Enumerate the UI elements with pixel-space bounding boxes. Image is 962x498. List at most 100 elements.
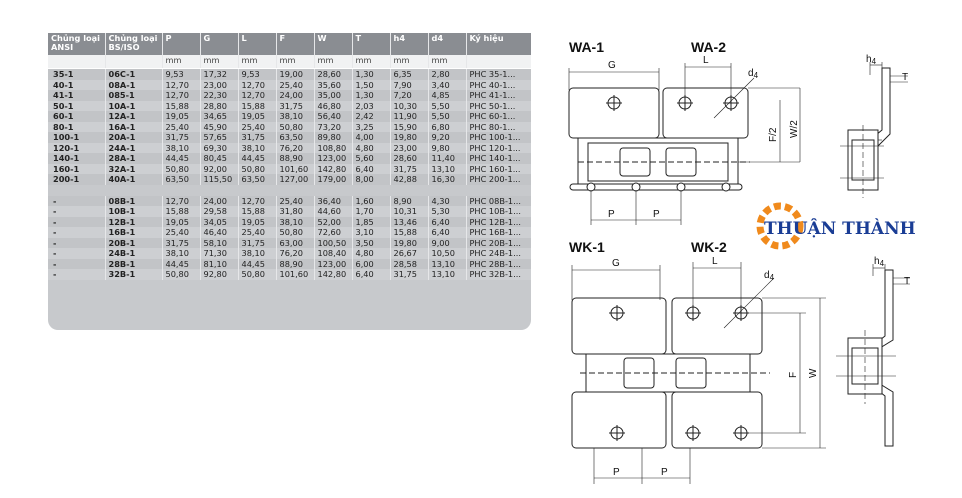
- table-cell: 28B-1: [105, 258, 163, 269]
- table-cell: 12B-1: [105, 216, 163, 227]
- table-cell: 7,20: [390, 90, 429, 101]
- table-cell: 1,60: [352, 195, 391, 206]
- table-cell: 38,10: [276, 111, 315, 122]
- table-cell: 25,40: [238, 121, 277, 132]
- table-cell: 11,90: [390, 111, 429, 122]
- table-cell: 44,60: [314, 206, 353, 217]
- table-cell: 9,53: [238, 68, 277, 80]
- table-cell: 50,80: [162, 163, 201, 174]
- table-cell: PHC 60-1...: [466, 111, 531, 122]
- dim-l-bottom: L: [712, 256, 718, 267]
- table-cell: 34,65: [200, 111, 239, 122]
- table-cell: 8,90: [390, 195, 429, 206]
- table-cell: 101,60: [276, 163, 315, 174]
- table-cell: 71,30: [200, 248, 239, 259]
- col-header-6: W: [314, 33, 353, 55]
- table-cell: 15,88: [162, 100, 201, 111]
- table-cell: 31,75: [238, 237, 277, 248]
- table-cell: 2,03: [352, 100, 391, 111]
- table-cell: 42,88: [390, 174, 429, 185]
- table-cell: 35,60: [314, 79, 353, 90]
- table-cell: 12A-1: [105, 111, 163, 122]
- table-cell: 25,40: [276, 195, 315, 206]
- table-cell: 50,80: [276, 121, 315, 132]
- gear-icon: [756, 202, 804, 250]
- table-cell: 73,20: [314, 121, 353, 132]
- table-cell: PHC 32B-1...: [466, 269, 531, 280]
- table-cell: 50,80: [238, 163, 277, 174]
- table-cell: -: [48, 195, 106, 206]
- table-cell: 1,85: [352, 216, 391, 227]
- wk1-label: WK-1: [569, 239, 605, 255]
- table-cell: 108,40: [314, 248, 353, 259]
- table-cell: 63,50: [276, 132, 315, 143]
- table-cell: 6,40: [428, 216, 467, 227]
- table-cell: 200-1: [48, 174, 106, 185]
- col-header-0: Chủng loại ANSI: [48, 33, 106, 55]
- table-cell: 6,40: [352, 269, 391, 280]
- table-cell: 92,80: [200, 269, 239, 280]
- table-cell: PHC 12B-1...: [466, 216, 531, 227]
- table-cell: 28A-1: [105, 153, 163, 164]
- table-cell: 28,60: [314, 68, 353, 80]
- dim-t-top: T: [902, 72, 908, 83]
- table-cell: 19,05: [238, 111, 277, 122]
- table-cell: 120-1: [48, 142, 106, 153]
- table-cell: 31,75: [276, 100, 315, 111]
- table-cell: 1,70: [352, 206, 391, 217]
- table-cell: 50-1: [48, 100, 106, 111]
- wa-side-view: [840, 62, 908, 198]
- table-cell: 63,00: [276, 237, 315, 248]
- col-unit-8: mm: [390, 55, 429, 69]
- dim-p-top-2: P: [653, 209, 660, 220]
- table-cell: 32B-1: [105, 269, 163, 280]
- table-cell: -: [48, 269, 106, 280]
- table-cell: 101,60: [276, 269, 315, 280]
- table-cell: 28,80: [200, 100, 239, 111]
- table-cell: 160-1: [48, 163, 106, 174]
- table-cell: 28,60: [390, 153, 429, 164]
- table-cell: 45,90: [200, 121, 239, 132]
- table-cell: 25,40: [162, 227, 201, 238]
- table-cell: 100-1: [48, 132, 106, 143]
- col-unit-4: mm: [238, 55, 277, 69]
- table-cell: PHC 200-1...: [466, 174, 531, 185]
- table-cell: 12,70: [238, 195, 277, 206]
- table-cell: 25,40: [238, 227, 277, 238]
- table-cell: 4,80: [352, 248, 391, 259]
- dim-h4-top: h4: [866, 54, 877, 66]
- col-unit-5: mm: [276, 55, 315, 69]
- dim-p-top-1: P: [608, 209, 615, 220]
- table-cell: 29,58: [200, 206, 239, 217]
- table-cell: 88,90: [276, 153, 315, 164]
- table-cell: 19,05: [238, 216, 277, 227]
- table-cell: 19,80: [390, 132, 429, 143]
- table-cell: PHC 35-1...: [466, 68, 531, 80]
- dim-p-bottom-1: P: [613, 467, 620, 478]
- table-cell: 115,50: [200, 174, 239, 185]
- table-cell: 2,80: [428, 68, 467, 80]
- table-cell: 57,65: [200, 132, 239, 143]
- table-cell: 6,00: [352, 258, 391, 269]
- table-cell: 15,88: [238, 100, 277, 111]
- table-cell: 127,00: [276, 174, 315, 185]
- table-cell: 12,70: [238, 90, 277, 101]
- table-cell: PHC 50-1...: [466, 100, 531, 111]
- table-cell: PHC 41-1...: [466, 90, 531, 101]
- wk-front-view: [571, 262, 826, 484]
- logo-text: THUẬN THÀNH: [764, 218, 916, 239]
- table-cell: 25,40: [162, 121, 201, 132]
- table-cell: 123,00: [314, 258, 353, 269]
- col-unit-1: [105, 55, 163, 69]
- table-cell: 142,80: [314, 163, 353, 174]
- col-unit-6: mm: [314, 55, 353, 69]
- chain-attachment-drawing: WA-1 WA-2 WK-1 WK-2 G L d4 F/2 W/2 P P h…: [568, 39, 916, 484]
- table-cell: -: [48, 237, 106, 248]
